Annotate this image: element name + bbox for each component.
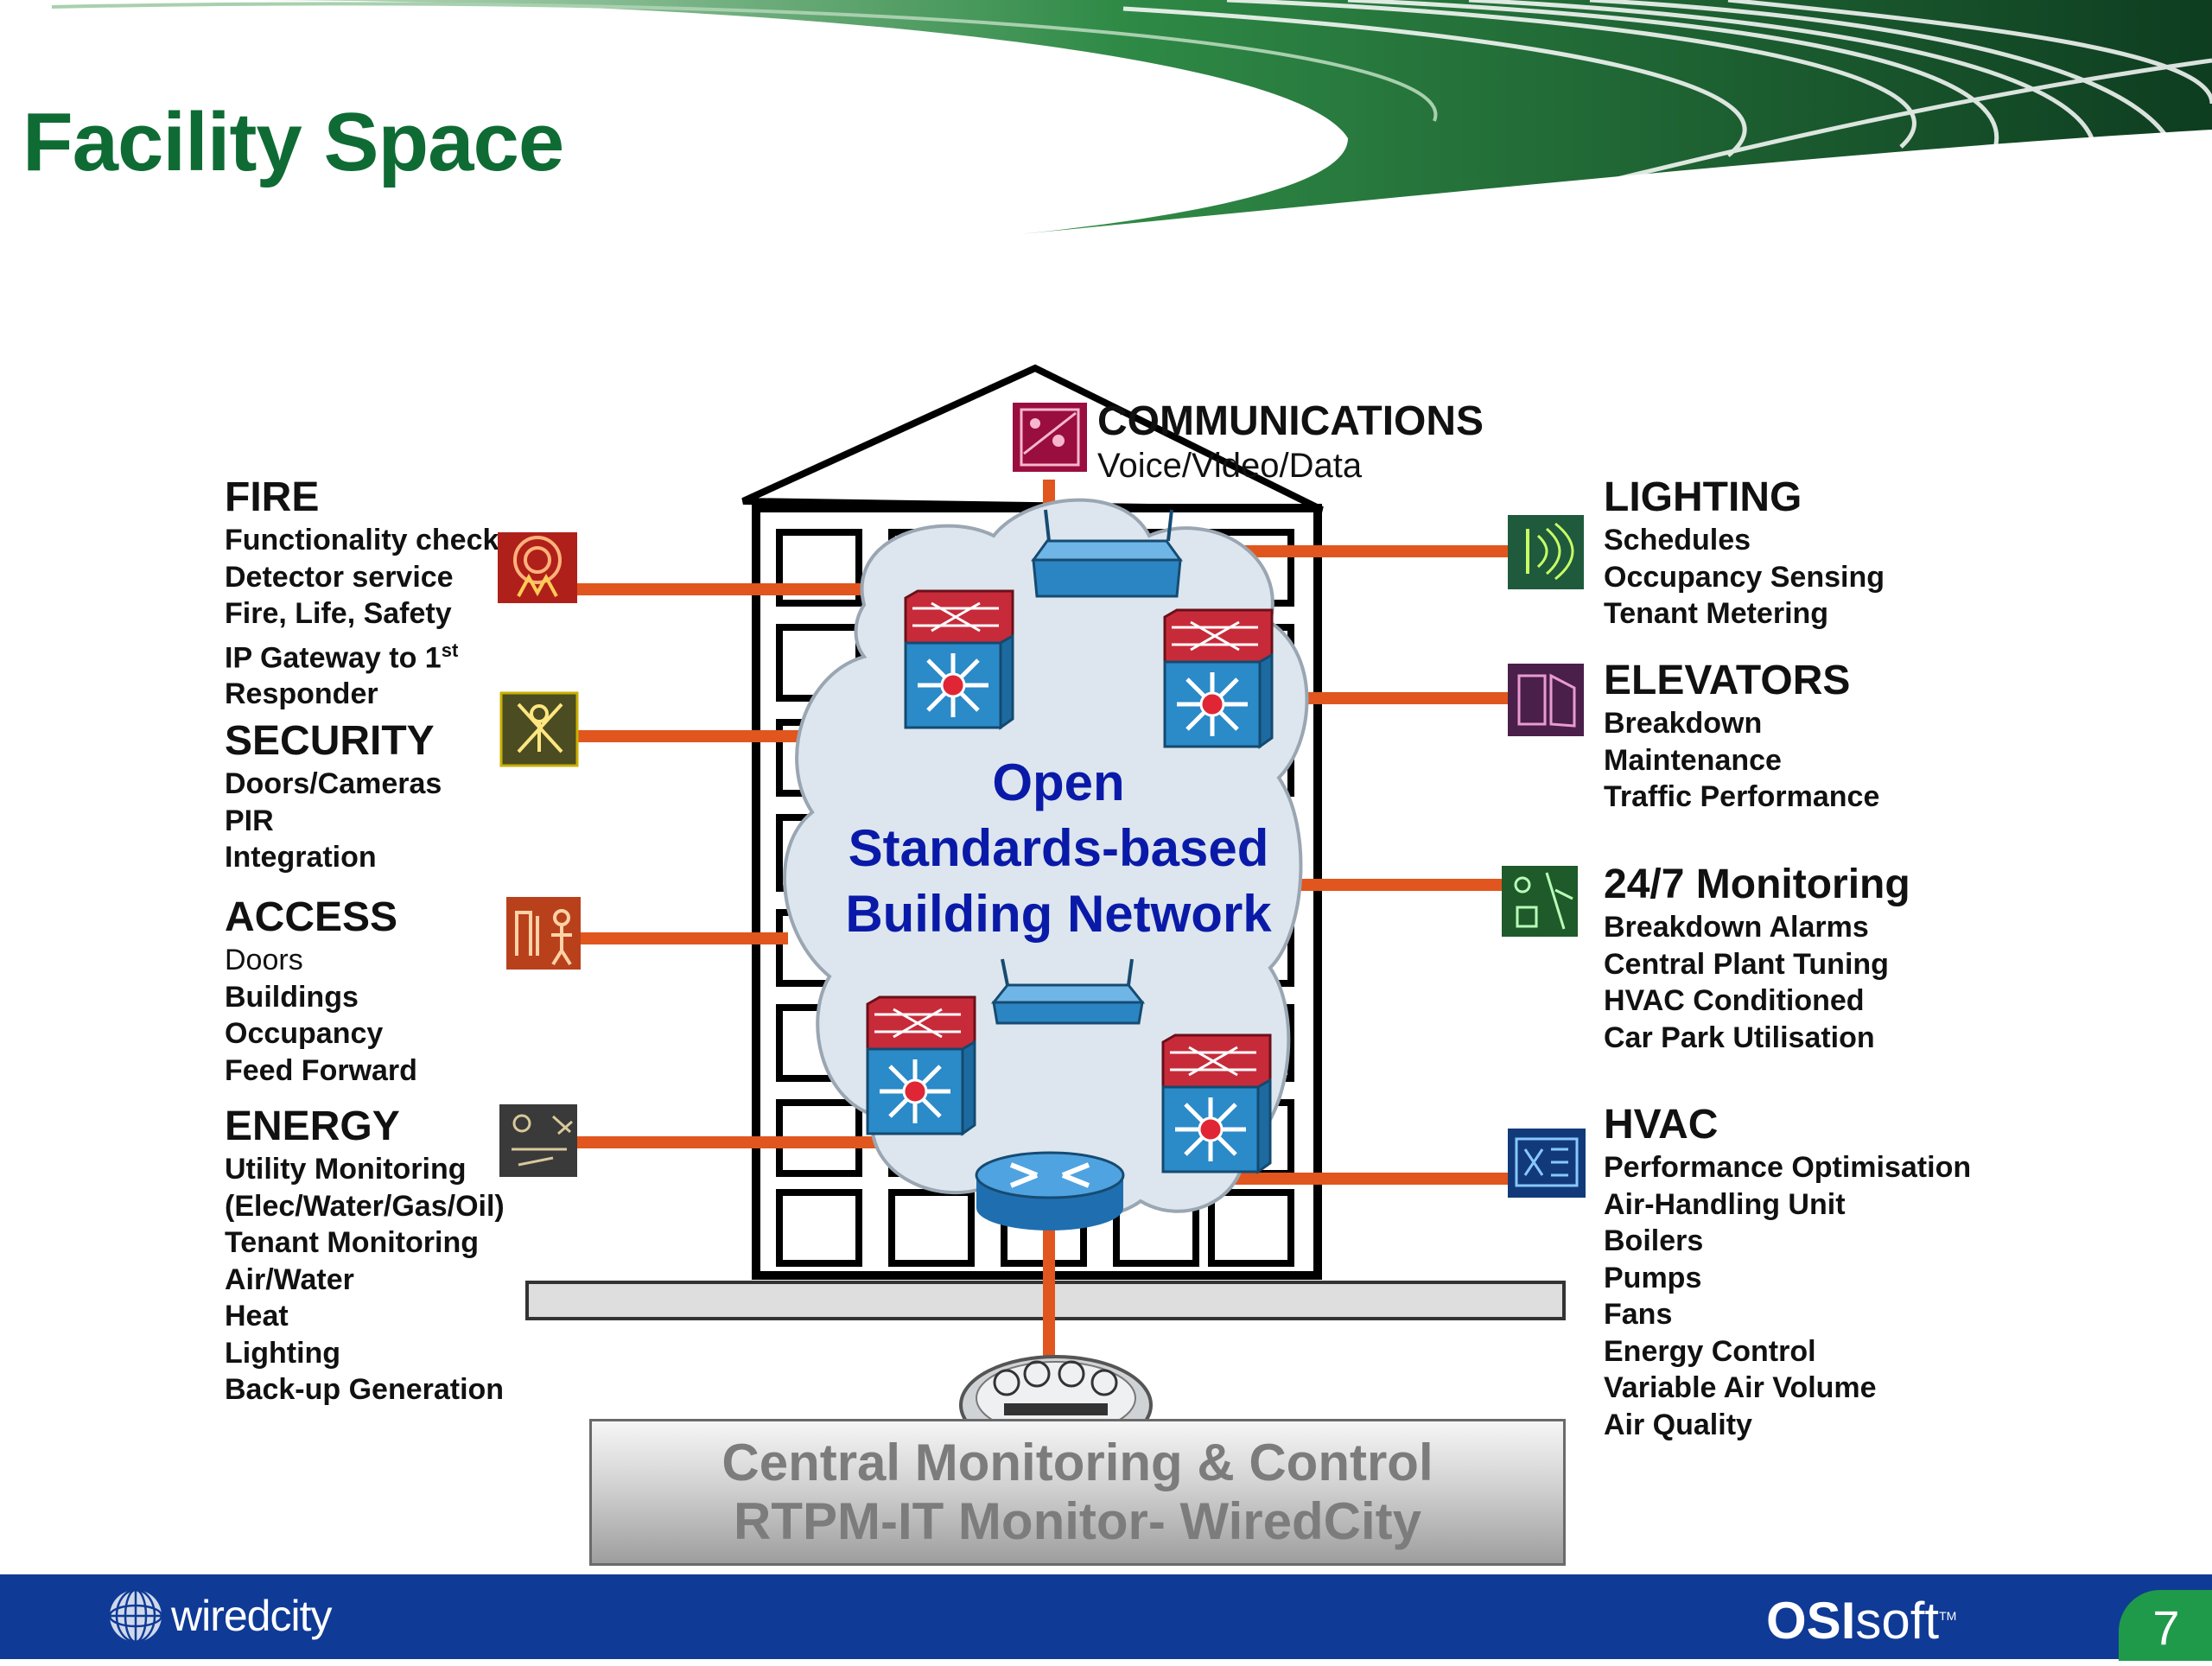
- wireless-access-point-top: [1031, 509, 1183, 598]
- lighting-heading: LIGHTING: [1604, 474, 1802, 520]
- access-heading: ACCESS: [225, 894, 398, 940]
- network-router: [975, 1151, 1125, 1230]
- energy-group: ENERGY Utility Monitoring (Elec/Water/Ga…: [225, 1103, 505, 1408]
- energy-heading: ENERGY: [225, 1103, 400, 1149]
- elevators-heading: ELEVATORS: [1604, 658, 1851, 703]
- fire-item: IP Gateway to 1st: [225, 633, 498, 677]
- monitoring-icon: [1502, 866, 1578, 937]
- access-item: Doors: [225, 944, 303, 976]
- osisoft-logo: OSIsoftTM: [1766, 1590, 1956, 1647]
- energy-icon: [499, 1104, 577, 1177]
- access-group: ACCESS Doors Buildings Occupancy Feed Fo…: [225, 893, 417, 1089]
- network-switch: [866, 995, 976, 1136]
- energy-item: Lighting: [225, 1336, 341, 1370]
- security-item: PIR: [225, 804, 274, 837]
- hvac-item: Variable Air Volume: [1604, 1371, 1877, 1404]
- network-label: Open Standards-based Building Network: [795, 750, 1322, 947]
- network-switch: [904, 589, 1014, 730]
- communications-group: COMMUNICATIONS Voice/Video/Data: [1097, 397, 1484, 486]
- network-label-line: Open: [992, 754, 1125, 811]
- building-window: [888, 1189, 975, 1267]
- lighting-item: Tenant Metering: [1604, 597, 1829, 630]
- fire-heading: FIRE: [225, 474, 320, 520]
- monitoring-item: Breakdown Alarms: [1604, 911, 1869, 944]
- header-swoosh: [51, 0, 2212, 237]
- network-label-line: Building Network: [845, 885, 1272, 943]
- network-switches: [866, 589, 1274, 1174]
- hvac-item: Air-Handling Unit: [1604, 1187, 1846, 1221]
- monitoring-heading: 24/7 Monitoring: [1604, 862, 1910, 907]
- energy-item: Utility Monitoring: [225, 1153, 467, 1186]
- elevators-icon: [1508, 664, 1584, 736]
- energy-item: (Elec/Water/Gas/Oil): [225, 1189, 505, 1223]
- central-monitoring-box: Central Monitoring & Control RTPM-IT Mon…: [589, 1419, 1566, 1566]
- communications-subtitle: Voice/Video/Data: [1097, 447, 1363, 485]
- fire-group: FIRE Functionality check Detector servic…: [225, 474, 498, 713]
- lighting-icon: [1508, 515, 1584, 589]
- fire-item: Fire, Life, Safety: [225, 597, 452, 630]
- hvac-item: Fans: [1604, 1298, 1673, 1331]
- fire-item: Detector service: [225, 560, 454, 594]
- fire-item-text: IP Gateway to 1: [225, 640, 442, 674]
- page-number: 7: [2119, 1590, 2212, 1661]
- security-item: Doors/Cameras: [225, 767, 442, 800]
- building-window: [1208, 1189, 1294, 1267]
- communications-heading: COMMUNICATIONS: [1097, 398, 1484, 444]
- osisoft-logo-rest: soft: [1855, 1592, 1940, 1650]
- osisoft-logo-tm: TM: [1939, 1609, 1957, 1623]
- hvac-item: Air Quality: [1604, 1408, 1752, 1441]
- wiredcity-logo-text: wiredcity: [171, 1592, 332, 1640]
- network-switch: [1161, 1033, 1272, 1174]
- network-switch: [1163, 608, 1274, 749]
- footer-bar: [0, 1574, 2212, 1659]
- lighting-item: Schedules: [1604, 524, 1751, 556]
- elevators-group: ELEVATORS Breakdown Maintenance Traffic …: [1604, 657, 1879, 816]
- monitoring-item: Central Plant Tuning: [1604, 947, 1889, 981]
- access-icon: [506, 897, 581, 970]
- monitoring-item: Car Park Utilisation: [1604, 1021, 1875, 1054]
- access-item: Buildings: [225, 980, 359, 1014]
- energy-item: Air/Water: [225, 1262, 354, 1296]
- communications-icon: [1013, 403, 1087, 472]
- slide-title: Facility Space: [22, 96, 564, 188]
- lighting-item: Occupancy Sensing: [1604, 560, 1885, 594]
- osisoft-logo-bold: OSI: [1766, 1592, 1856, 1650]
- hvac-item: Boilers: [1604, 1224, 1704, 1257]
- security-heading: SECURITY: [225, 718, 435, 764]
- central-monitoring-line: Central Monitoring & Control: [721, 1434, 1433, 1491]
- network-label-line: Standards-based: [848, 819, 1269, 877]
- fire-item-superscript: st: [441, 639, 459, 661]
- elevators-item: Traffic Performance: [1604, 780, 1880, 813]
- security-icon: [499, 691, 579, 767]
- fire-icon: [498, 532, 577, 603]
- fire-item: Responder: [225, 677, 378, 711]
- building-window: [776, 1189, 862, 1267]
- monitoring-group: 24/7 Monitoring Breakdown Alarms Central…: [1604, 861, 1910, 1056]
- wireless-access-point-middle: [990, 958, 1146, 1025]
- elevators-item: Maintenance: [1604, 743, 1782, 777]
- lighting-group: LIGHTING Schedules Occupancy Sensing Ten…: [1604, 474, 1885, 633]
- central-monitoring-line: RTPM-IT Monitor- WiredCity: [733, 1492, 1422, 1550]
- access-item: Occupancy: [225, 1017, 384, 1050]
- access-item: Feed Forward: [225, 1053, 417, 1087]
- hvac-item: Performance Optimisation: [1604, 1151, 1972, 1184]
- energy-item: Heat: [225, 1300, 289, 1332]
- elevators-item: Breakdown: [1604, 707, 1763, 740]
- security-group: SECURITY Doors/Cameras PIR Integration: [225, 717, 442, 876]
- monitoring-item: HVAC Conditioned: [1604, 984, 1865, 1017]
- wiredcity-logo: wiredcity: [107, 1588, 332, 1644]
- globe-icon: [108, 1588, 163, 1644]
- hvac-item: Pumps: [1604, 1261, 1702, 1294]
- energy-item: Tenant Monitoring: [225, 1226, 479, 1259]
- fire-item: Functionality check: [225, 524, 498, 556]
- security-item: Integration: [225, 841, 377, 874]
- hvac-heading: HVAC: [1604, 1102, 1719, 1148]
- hvac-group: HVAC Performance Optimisation Air-Handli…: [1604, 1101, 1971, 1443]
- energy-item: Back-up Generation: [225, 1373, 505, 1406]
- hvac-item: Energy Control: [1604, 1334, 1816, 1368]
- hvac-icon: [1508, 1129, 1586, 1198]
